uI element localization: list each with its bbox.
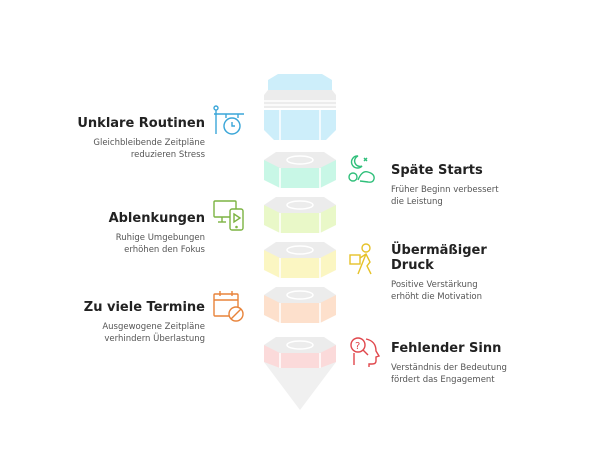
- layer-nut-3: [264, 242, 336, 278]
- clock-sign-icon: [213, 105, 244, 135]
- item-title: Übermäßiger Druck: [391, 243, 487, 273]
- layer-cap: [264, 74, 336, 140]
- layer-nut-2: [264, 197, 336, 233]
- sleeping-person-icon: [348, 155, 375, 183]
- carrying-person-icon: [349, 243, 372, 275]
- item-ablenkungen: Ablenkungen Ruhige Umgebungen erhöhen de…: [5, 211, 205, 256]
- head-question-icon: ?: [350, 337, 380, 367]
- svg-text:?: ?: [355, 341, 360, 352]
- item-desc: Gleichbleibende Zeitpläne reduzieren Str…: [93, 138, 205, 160]
- item-title: Zu viele Termine: [83, 300, 205, 315]
- item-spaete-starts: Späte Starts Früher Beginn verbessert di…: [391, 163, 591, 208]
- layer-nut-4: [264, 287, 336, 323]
- item-title: Fehlender Sinn: [391, 341, 502, 356]
- item-title: Späte Starts: [391, 163, 483, 178]
- item-title: Ablenkungen: [108, 211, 205, 226]
- layer-nut-tip: [264, 337, 336, 410]
- item-uebermaessiger-druck: Übermäßiger Druck Positive Verstärkung e…: [391, 243, 591, 303]
- item-desc: Ruhige Umgebungen erhöhen den Fokus: [115, 233, 205, 255]
- item-unklare-routinen: Unklare Routinen Gleichbleibende Zeitplä…: [5, 116, 205, 161]
- item-desc: Positive Verstärkung erhöht die Motivati…: [391, 280, 483, 302]
- calendar-blocked-icon: [213, 291, 244, 322]
- item-desc: Verständnis der Bedeutung fördert das En…: [391, 363, 507, 385]
- item-desc: Ausgewogene Zeitpläne verhindern Überlas…: [102, 322, 205, 344]
- item-zu-viele-termine: Zu viele Termine Ausgewogene Zeitpläne v…: [5, 300, 205, 345]
- layer-nut-1: [264, 152, 336, 188]
- item-title: Unklare Routinen: [77, 116, 205, 131]
- item-fehlender-sinn: Fehlender Sinn Verständnis der Bedeutung…: [391, 341, 591, 386]
- screens-icon: [213, 200, 244, 231]
- item-desc: Früher Beginn verbessert die Leistung: [391, 185, 499, 207]
